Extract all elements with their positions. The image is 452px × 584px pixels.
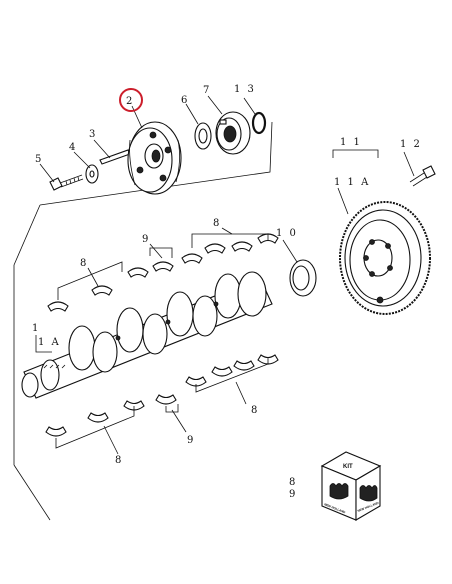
front-seal-ring[interactable] <box>251 111 267 135</box>
kit-box[interactable]: KIT NEW HOLLAND NEW HOLLAND <box>320 451 382 521</box>
callout-13[interactable]: 1 3 <box>234 84 256 95</box>
callout-7[interactable]: 7 <box>203 85 211 96</box>
callout-8-top-left[interactable]: 8 <box>80 258 88 269</box>
leader-lines <box>39 95 415 455</box>
flywheel-bolt[interactable] <box>409 165 436 187</box>
lower-main-bearings[interactable] <box>45 354 279 437</box>
flywheel[interactable] <box>339 201 431 315</box>
front-assembly-frame <box>13 121 273 521</box>
crankshaft-pulley[interactable] <box>127 121 182 195</box>
callout-2[interactable]: 2 <box>126 96 134 107</box>
callout-4[interactable]: 4 <box>69 142 77 153</box>
callout-10[interactable]: 1 0 <box>276 228 298 239</box>
selected-part-highlight <box>119 88 143 112</box>
new-holland-logo-left <box>329 483 349 500</box>
callout-labels: 2 3 4 5 6 7 1 3 1 1 1 2 1 1 A 1 0 8 9 8 … <box>32 84 422 500</box>
pulley-spacer[interactable] <box>194 122 212 150</box>
callout-5[interactable]: 5 <box>35 154 43 165</box>
callout-11a[interactable]: 1 1 A <box>334 177 370 188</box>
kit-label: KIT <box>343 464 353 470</box>
callout-1[interactable]: 1 <box>32 323 40 334</box>
callout-9-bottom[interactable]: 9 <box>187 435 195 446</box>
callout-8-top-right[interactable]: 8 <box>213 218 221 229</box>
callout-1a[interactable]: 1 A <box>38 337 61 348</box>
front-hub[interactable] <box>215 111 251 155</box>
group-brackets <box>35 233 269 449</box>
new-holland-logo-right <box>359 485 378 502</box>
callout-9-top[interactable]: 9 <box>142 234 150 245</box>
crankshaft[interactable] <box>21 271 273 399</box>
callout-12[interactable]: 1 2 <box>400 139 422 150</box>
flywheel-bracket <box>332 149 379 158</box>
callout-8-bottom-left[interactable]: 8 <box>115 455 123 466</box>
callout-3[interactable]: 3 <box>89 129 97 140</box>
pulley-washer[interactable] <box>85 164 99 184</box>
pulley-bolt[interactable] <box>49 174 84 191</box>
callout-6[interactable]: 6 <box>181 95 189 106</box>
rear-seal[interactable] <box>289 259 317 297</box>
callout-9-kit[interactable]: 9 <box>289 489 297 500</box>
callout-11[interactable]: 1 1 <box>340 137 362 148</box>
callout-8-bottom-right[interactable]: 8 <box>251 405 259 416</box>
callout-8-kit[interactable]: 8 <box>289 477 297 488</box>
